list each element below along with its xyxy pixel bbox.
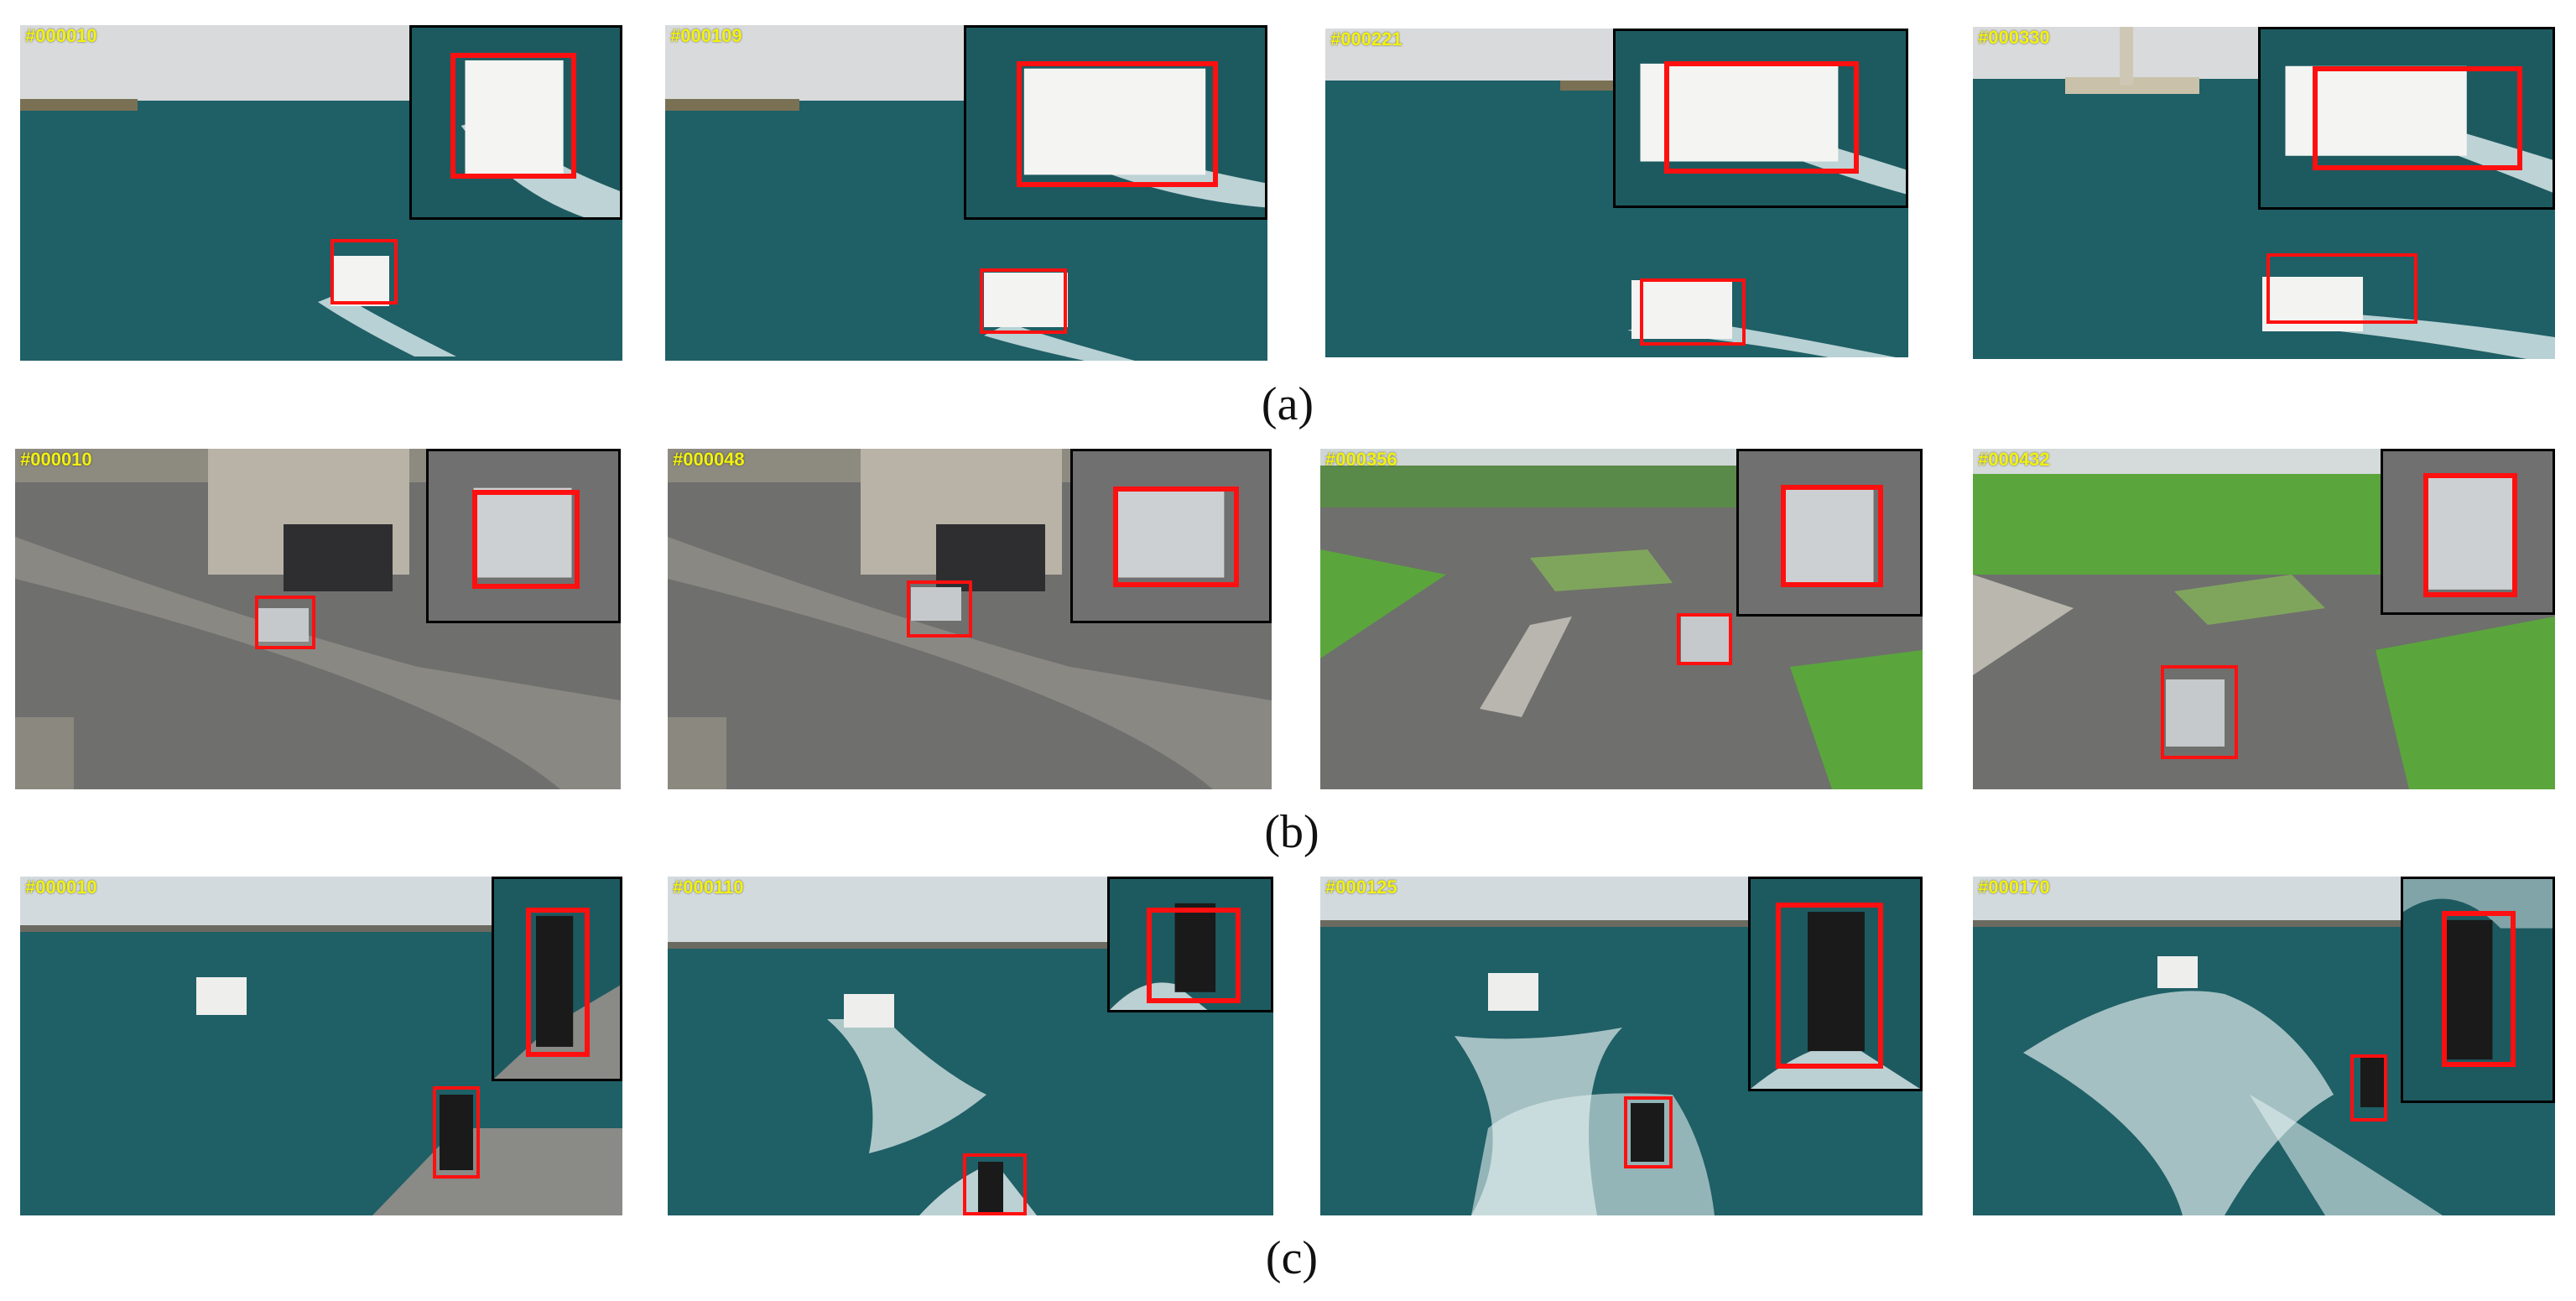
zoom-inset xyxy=(2381,449,2555,615)
inset-bounding-box xyxy=(526,908,590,1057)
frame-c-4: #000170 xyxy=(1973,877,2555,1215)
zoom-inset xyxy=(1107,877,1273,1012)
inset-bounding-box xyxy=(1781,485,1883,587)
frame-id-label: #000010 xyxy=(25,877,97,898)
inset-bounding-box xyxy=(1776,903,1883,1069)
inset-bounding-box xyxy=(1113,487,1239,587)
frame-a-1: #000010 xyxy=(20,25,622,361)
zoom-inset xyxy=(492,877,622,1081)
inset-bounding-box xyxy=(472,490,580,589)
inset-bounding-box xyxy=(2442,911,2516,1067)
inset-bounding-box xyxy=(1664,61,1859,174)
target-bounding-box xyxy=(2161,665,2238,759)
frame-id-label: #000010 xyxy=(25,25,97,46)
inset-bounding-box xyxy=(1147,908,1241,1003)
target-bounding-box xyxy=(963,1153,1027,1215)
frame-b-4: #000432 xyxy=(1973,449,2555,789)
inset-bounding-box xyxy=(2313,66,2522,170)
wakeboard-scene-image xyxy=(1320,877,1923,1215)
frame-id-label: #000048 xyxy=(673,449,745,470)
zoom-inset xyxy=(2401,877,2555,1103)
frame-id-label: #000170 xyxy=(1978,877,2050,898)
target-bounding-box xyxy=(330,239,398,304)
frame-id-label: #000110 xyxy=(673,877,744,898)
target-bounding-box xyxy=(2350,1054,2387,1121)
zoom-inset xyxy=(1613,29,1908,208)
frame-b-2: #000048 xyxy=(668,449,1272,789)
frame-c-3: #000125 xyxy=(1320,877,1923,1215)
frame-b-3: #000356 xyxy=(1320,449,1923,789)
row-label-c: (c) xyxy=(1265,1232,1319,1284)
row-label-b: (b) xyxy=(1264,806,1319,858)
frame-a-2: #000109 xyxy=(665,25,1267,361)
target-bounding-box xyxy=(1640,278,1746,346)
frame-b-1: #000010 xyxy=(15,449,621,789)
zoom-inset xyxy=(1070,449,1272,623)
inset-bounding-box xyxy=(450,53,576,179)
frame-id-label: #000125 xyxy=(1325,877,1397,898)
target-bounding-box xyxy=(2266,253,2417,324)
frame-id-label: #000330 xyxy=(1978,27,2050,48)
zoom-inset xyxy=(409,25,622,220)
frame-a-3: #000221 xyxy=(1325,29,1908,357)
frame-id-label: #000356 xyxy=(1325,449,1397,470)
row-label-a: (a) xyxy=(1261,378,1314,430)
inset-bounding-box xyxy=(1017,61,1218,187)
target-bounding-box xyxy=(433,1086,480,1179)
frame-id-label: #000109 xyxy=(670,25,742,46)
target-bounding-box xyxy=(907,580,972,637)
zoom-inset xyxy=(426,449,621,623)
target-bounding-box xyxy=(255,596,315,649)
frame-id-label: #000221 xyxy=(1330,29,1402,49)
target-bounding-box xyxy=(1624,1096,1673,1168)
zoom-inset xyxy=(1736,449,1923,617)
inset-bounding-box xyxy=(2423,473,2517,597)
zoom-inset xyxy=(2258,27,2555,210)
zoom-inset xyxy=(964,25,1267,220)
frame-c-2: #000110 xyxy=(668,877,1273,1215)
zoom-inset xyxy=(1748,877,1923,1091)
target-bounding-box xyxy=(1677,613,1732,665)
frame-c-1: #000010 xyxy=(20,877,622,1215)
target-bounding-box xyxy=(980,268,1067,334)
frame-id-label: #000010 xyxy=(20,449,92,470)
frame-a-4: #000330 xyxy=(1973,27,2555,359)
frame-id-label: #000432 xyxy=(1978,449,2050,470)
